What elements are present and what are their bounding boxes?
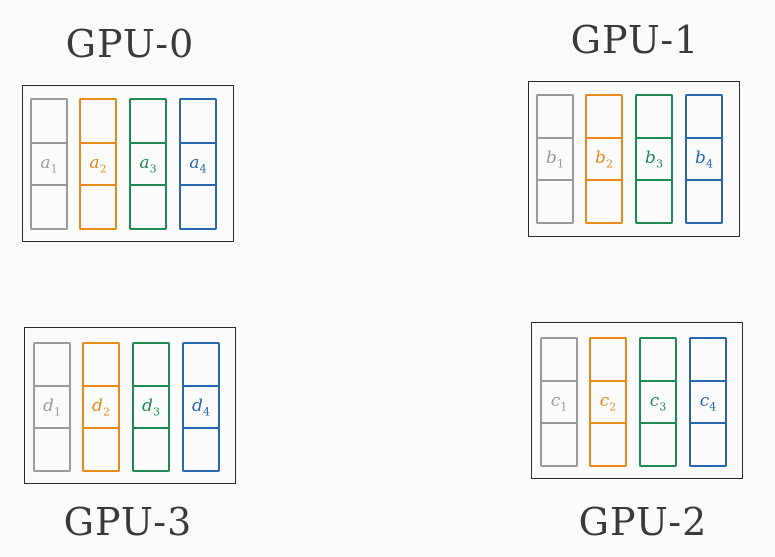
gpu-1-label-3: b3 bbox=[645, 147, 663, 171]
gpu-2-title: GPU-2 bbox=[578, 500, 708, 544]
gpu-1-col-4: b4 bbox=[685, 94, 723, 224]
gpu-2-col-2: c2 bbox=[589, 337, 627, 467]
gpu-2-col-3: c3 bbox=[639, 337, 677, 467]
gpu-1-label-2: b2 bbox=[595, 147, 613, 171]
gpu-0-box: a1 a2 a3 a4 bbox=[22, 85, 234, 242]
gpu-0-title: GPU-0 bbox=[65, 22, 195, 66]
gpu-3-label-4: d4 bbox=[192, 395, 210, 419]
gpu-2-col-1: c1 bbox=[540, 337, 578, 467]
gpu-2-label-2: c2 bbox=[599, 390, 617, 414]
gpu-0-label-3: a3 bbox=[139, 152, 157, 176]
gpu-2-box: c1 c2 c3 c4 bbox=[531, 322, 743, 479]
gpu-3-col-1: d1 bbox=[33, 342, 71, 472]
gpu-3-box: d1 d2 d3 d4 bbox=[24, 327, 236, 484]
gpu-3-label-1: d1 bbox=[43, 395, 61, 419]
gpu-1-title: GPU-1 bbox=[570, 18, 700, 62]
gpu-1-col-3: b3 bbox=[635, 94, 673, 224]
gpu-1-box: b1 b2 b3 b4 bbox=[528, 81, 740, 237]
gpu-1-col-2: b2 bbox=[585, 94, 623, 224]
gpu-2-label-3: c3 bbox=[649, 390, 667, 414]
gpu-3-label-2: d2 bbox=[92, 395, 110, 419]
gpu-3-col-2: d2 bbox=[82, 342, 120, 472]
gpu-0-col-1: a1 bbox=[30, 98, 68, 230]
gpu-2-col-4: c4 bbox=[689, 337, 727, 467]
gpu-1-label-4: b4 bbox=[695, 147, 713, 171]
gpu-0-col-3: a3 bbox=[129, 98, 167, 230]
gpu-1-label-1: b1 bbox=[546, 147, 564, 171]
gpu-0-col-4: a4 bbox=[179, 98, 217, 230]
gpu-0-label-4: a4 bbox=[189, 152, 207, 176]
gpu-0-label-1: a1 bbox=[40, 152, 58, 176]
gpu-0-col-2: a2 bbox=[79, 98, 117, 230]
gpu-0-label-2: a2 bbox=[89, 152, 107, 176]
gpu-3-title: GPU-3 bbox=[63, 500, 193, 544]
gpu-3-col-4: d4 bbox=[182, 342, 220, 472]
gpu-2-label-1: c1 bbox=[550, 390, 568, 414]
gpu-3-col-3: d3 bbox=[132, 342, 170, 472]
gpu-1-col-1: b1 bbox=[536, 94, 574, 224]
gpu-3-label-3: d3 bbox=[142, 395, 160, 419]
gpu-2-label-4: c4 bbox=[699, 390, 717, 414]
